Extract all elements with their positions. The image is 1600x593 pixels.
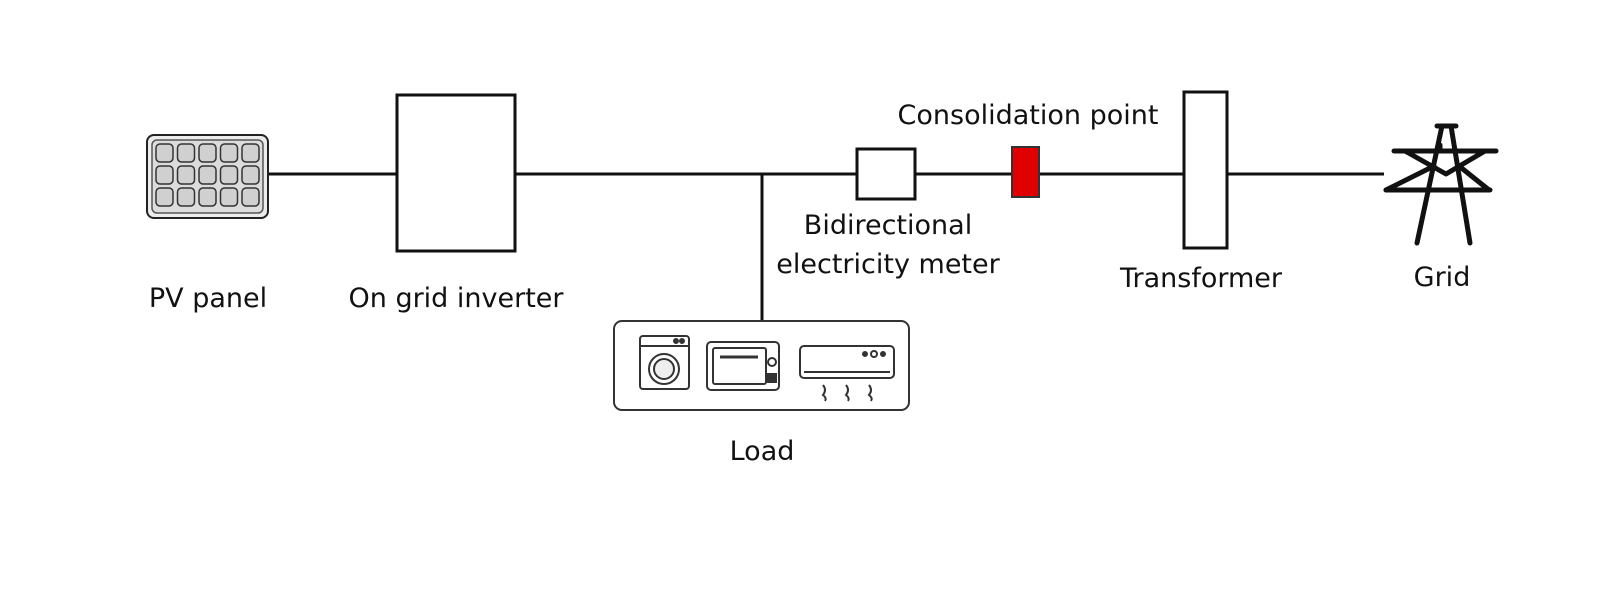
pv-cell [241, 165, 260, 185]
inverter-box [395, 93, 517, 253]
pv-cell [176, 165, 196, 185]
pv-cell [198, 143, 217, 163]
pv-panel-label: PV panel [148, 283, 268, 314]
meter-box [855, 147, 917, 201]
pv-cell [155, 143, 174, 163]
pv-cell [198, 165, 217, 185]
transformer-box [1182, 90, 1229, 250]
meter-label-line1: Bidirectional [803, 210, 973, 241]
consolidation-point-label: Consolidation point [897, 100, 1159, 131]
pv-cell [155, 165, 174, 185]
pv-cell [176, 143, 196, 163]
air-conditioner-icon [799, 345, 895, 402]
transmission-tower-icon [1383, 123, 1499, 246]
consolidation-point-marker [1011, 146, 1040, 198]
pv-cell [241, 187, 260, 207]
load-label: Load [729, 436, 795, 467]
pv-cell [219, 187, 239, 207]
inverter-label: On grid inverter [348, 283, 564, 314]
solar-panel-icon [146, 134, 269, 219]
bus-line [268, 172, 1384, 321]
pv-cell [219, 143, 239, 163]
meter-label: Bidirectional electricity meter [776, 206, 999, 284]
washing-machine-icon [639, 335, 690, 390]
pv-cell [241, 143, 260, 163]
load-appliances [613, 320, 910, 411]
pv-cell [198, 187, 217, 207]
transformer-label: Transformer [1119, 263, 1283, 294]
pv-cell [176, 187, 196, 207]
microwave-icon [706, 341, 780, 391]
meter-label-line2: electricity meter [776, 249, 1000, 281]
pv-cell [219, 165, 239, 185]
grid-label: Grid [1413, 262, 1471, 293]
pv-cell [155, 187, 174, 207]
